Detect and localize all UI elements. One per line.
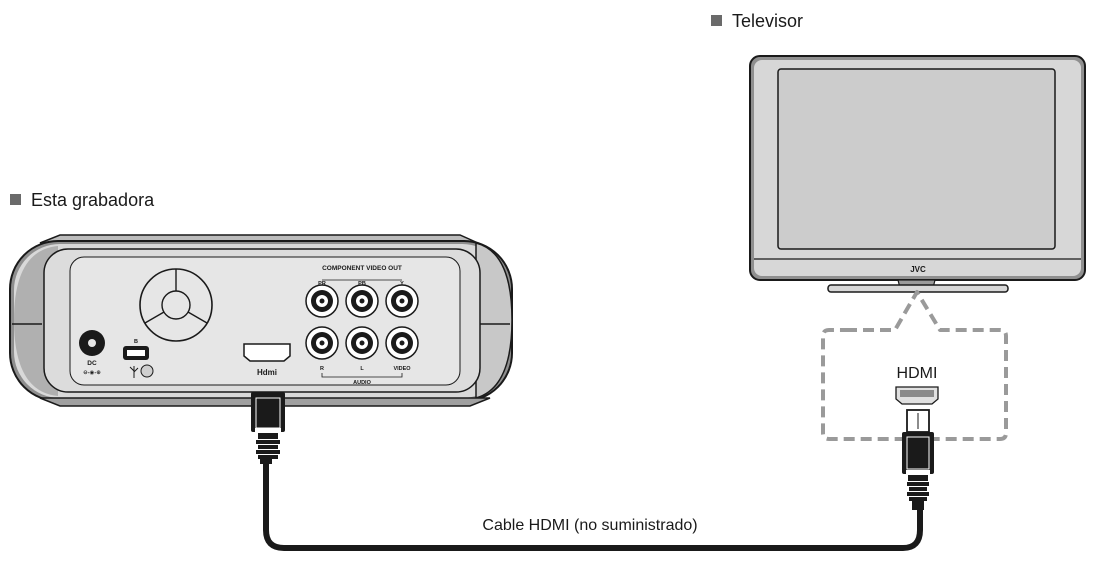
jack-y bbox=[385, 284, 419, 318]
svg-text:Hdmi: Hdmi bbox=[257, 368, 277, 377]
svg-text:PB: PB bbox=[358, 281, 366, 287]
svg-text:JVC: JVC bbox=[910, 265, 926, 274]
tv-screen bbox=[777, 68, 1056, 250]
svg-text:HDMI: HDMI bbox=[897, 365, 938, 382]
usb-port: B bbox=[123, 339, 154, 378]
av-jacks: COMPONENT VIDEO OUT PR PB Y bbox=[305, 265, 419, 386]
svg-text:Esta grabadora: Esta grabadora bbox=[31, 190, 155, 210]
svg-text:⊖-◉-⊕: ⊖-◉-⊕ bbox=[83, 370, 101, 376]
dc-jack: DC ⊖-◉-⊕ bbox=[79, 330, 105, 376]
recorder-device: DC ⊖-◉-⊕ B Hdmi COMPONENT VIDEO OUT PR P… bbox=[9, 234, 513, 407]
jack-video bbox=[385, 326, 419, 360]
jack-audio-l bbox=[345, 326, 379, 360]
svg-text:Cable HDMI (no suministrado): Cable HDMI (no suministrado) bbox=[482, 517, 697, 534]
hdmi-cable: Cable HDMI (no suministrado) bbox=[263, 459, 923, 551]
svg-text:COMPONENT VIDEO OUT: COMPONENT VIDEO OUT bbox=[322, 265, 402, 272]
svg-text:PR: PR bbox=[318, 281, 326, 287]
svg-text:DC: DC bbox=[87, 360, 97, 367]
hdmi-plug-recorder bbox=[251, 392, 285, 464]
jack-pb bbox=[345, 284, 379, 318]
svg-text:R: R bbox=[320, 366, 324, 372]
hdmi-plug-tv bbox=[902, 409, 934, 510]
recorder-label: Esta grabadora bbox=[10, 190, 155, 210]
recorder-hdmi-port: Hdmi bbox=[243, 343, 291, 377]
svg-text:Y: Y bbox=[400, 281, 404, 287]
bullet-square-icon bbox=[10, 194, 21, 205]
tv-port-callout: HDMI bbox=[821, 290, 1008, 441]
svg-text:B: B bbox=[134, 339, 138, 345]
television: JVC bbox=[749, 55, 1086, 293]
svg-text:AUDIO: AUDIO bbox=[353, 380, 371, 386]
jack-audio-r bbox=[305, 326, 339, 360]
bullet-square-icon bbox=[711, 15, 722, 26]
fan-vent-icon bbox=[139, 268, 213, 342]
usb-icon bbox=[129, 366, 139, 378]
svg-text:VIDEO: VIDEO bbox=[393, 366, 411, 372]
tv-hdmi-port bbox=[895, 386, 939, 405]
jack-pr bbox=[305, 284, 339, 318]
tv-label: Televisor bbox=[711, 11, 803, 31]
svg-text:Televisor: Televisor bbox=[732, 11, 803, 31]
svg-text:L: L bbox=[360, 366, 364, 372]
